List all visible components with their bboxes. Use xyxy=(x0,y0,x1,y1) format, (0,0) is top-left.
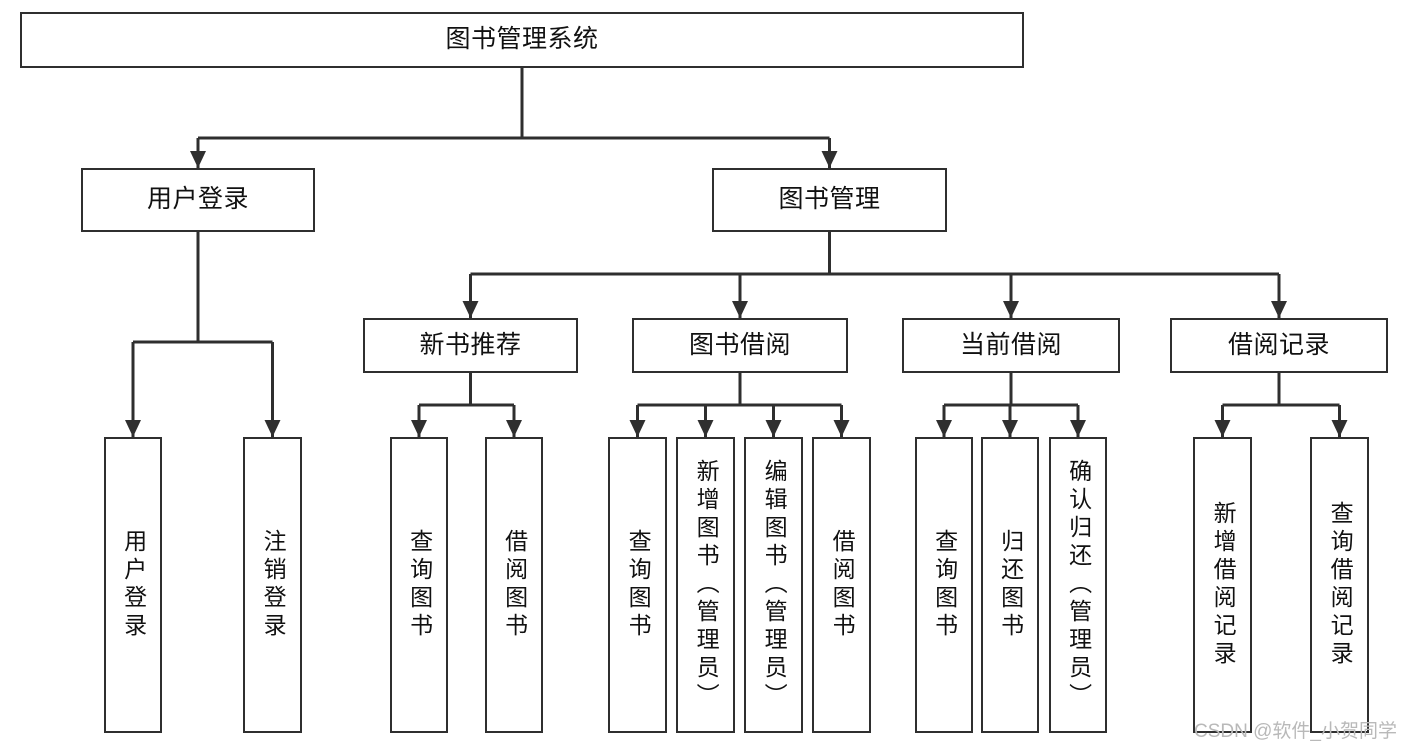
node-book-borrowing[interactable]: 图书借阅 xyxy=(632,318,848,373)
node-borrowing-record[interactable]: 借阅记录 xyxy=(1170,318,1388,373)
leaf-logout[interactable]: 注销登录 xyxy=(243,437,302,733)
leaf-query-book-current[interactable]: 查询图书 xyxy=(915,437,973,733)
leaf-return-book[interactable]: 归还图书 xyxy=(981,437,1039,733)
node-new-book-recommendation[interactable]: 新书推荐 xyxy=(363,318,578,373)
leaf-user-login[interactable]: 用户登录 xyxy=(104,437,162,733)
node-book-management-system[interactable]: 图书管理系统 xyxy=(20,12,1024,68)
node-book-management[interactable]: 图书管理 xyxy=(712,168,947,232)
leaf-add-book-admin[interactable]: 新增图书（管理员） xyxy=(676,437,735,733)
watermark-text: CSDN @软件_小贺同学 xyxy=(1194,721,1397,742)
leaf-edit-book-admin[interactable]: 编辑图书（管理员） xyxy=(744,437,803,733)
leaf-add-borrowing-record[interactable]: 新增借阅记录 xyxy=(1193,437,1252,733)
node-user-login[interactable]: 用户登录 xyxy=(81,168,315,232)
leaf-confirm-return-admin[interactable]: 确认归还（管理员） xyxy=(1049,437,1107,733)
leaf-borrow-book-new-recommendation[interactable]: 借阅图书 xyxy=(485,437,543,733)
leaf-query-book-borrowing[interactable]: 查询图书 xyxy=(608,437,667,733)
leaf-query-book-new-recommendation[interactable]: 查询图书 xyxy=(390,437,448,733)
leaf-query-borrowing-record[interactable]: 查询借阅记录 xyxy=(1310,437,1369,733)
leaf-borrow-book-borrowing[interactable]: 借阅图书 xyxy=(812,437,871,733)
node-current-borrowing[interactable]: 当前借阅 xyxy=(902,318,1120,373)
